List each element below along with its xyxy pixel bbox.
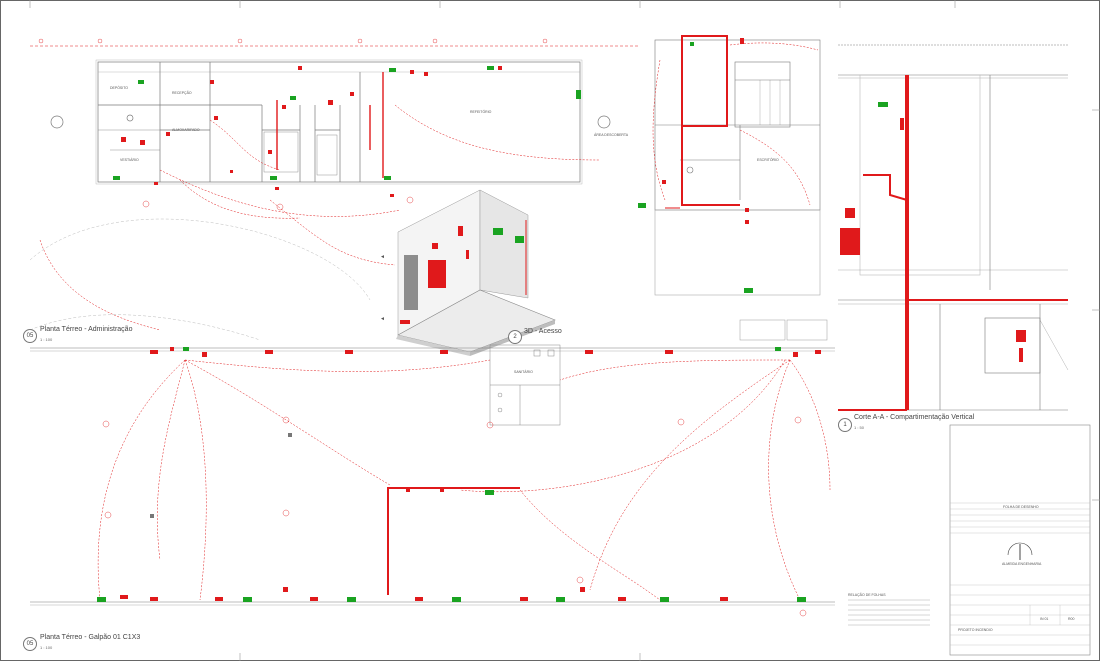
- sheet-list-heading: RELAÇÃO DE FOLHAS: [848, 593, 886, 597]
- admin-red-walls: [276, 72, 384, 178]
- title-block-logo-text: ALMEIDA ENGENHARIA: [1002, 562, 1042, 566]
- section-a-a: [838, 44, 1069, 411]
- admin-escape-routes: [39, 104, 601, 331]
- notes-block: [848, 599, 930, 626]
- room-vestiario: VESTIÁRIO: [120, 158, 139, 162]
- warehouse-plan: [30, 347, 835, 606]
- warehouse-device-markers: [97, 347, 821, 617]
- title-block-sheet-code: IN 01: [1040, 617, 1049, 621]
- admin-device-markers: [38, 38, 581, 211]
- view-number-section: 1: [838, 418, 852, 432]
- view-title-3d: 3D - Acesso: [524, 328, 562, 335]
- section-fire-shaft: [838, 75, 1068, 411]
- view-scale-galpao: 1 : 100: [40, 645, 53, 650]
- view-title-admin: Planta Térreo - Administração: [40, 326, 133, 333]
- title-block-lines: [950, 502, 1090, 646]
- view-title-section: Corte A-A - Compartimentação Vertical: [854, 414, 975, 421]
- stair-compartment-walls: [665, 35, 740, 209]
- view-number-3d: 2: [508, 330, 522, 344]
- view-scale-section: 1 : 50: [854, 425, 865, 430]
- view-scale-admin: 1 : 100: [40, 337, 53, 342]
- company-logo: [1007, 542, 1033, 560]
- svg-text:◄: ◄: [380, 316, 385, 322]
- restroom-block: [489, 344, 561, 426]
- svg-text:◄: ◄: [380, 254, 385, 260]
- admin-floor-plan: [30, 45, 640, 185]
- title-block-frame: [949, 424, 1091, 656]
- warehouse-escape-routes: [97, 359, 831, 601]
- view-number-galpao: 05: [23, 637, 37, 651]
- view-title-galpao: Planta Térreo - Galpão 01 C1X3: [40, 634, 141, 641]
- room-refeitorio: REFEITÓRIO: [470, 110, 492, 114]
- coverage-arcs: [29, 218, 371, 341]
- room-deposito: DEPÓSITO: [110, 86, 129, 90]
- title-block-project: PROJETO INCENDIO: [958, 628, 993, 632]
- room-sanitario: SANITÁRIO: [514, 370, 533, 374]
- warehouse-red-walls: [387, 487, 520, 595]
- stair-device-markers: [638, 38, 753, 293]
- access-3d-view: ◄ ◄: [380, 189, 556, 356]
- view-number-admin: 05: [23, 329, 37, 343]
- room-recepcao: RECEPÇÃO: [172, 91, 192, 95]
- title-block-header: FOLHA DE DESENHO: [1003, 505, 1039, 509]
- room-escritorio: ESCRITÓRIO: [757, 158, 779, 162]
- title-block-revision: R00: [1068, 617, 1075, 621]
- section-devices: [840, 102, 1026, 362]
- info-boxes: [739, 319, 828, 341]
- room-almoxarifado: ALMOXARIFADO: [172, 128, 200, 132]
- room-area-descoberta: ÁREA DESCOBERTA: [594, 133, 629, 137]
